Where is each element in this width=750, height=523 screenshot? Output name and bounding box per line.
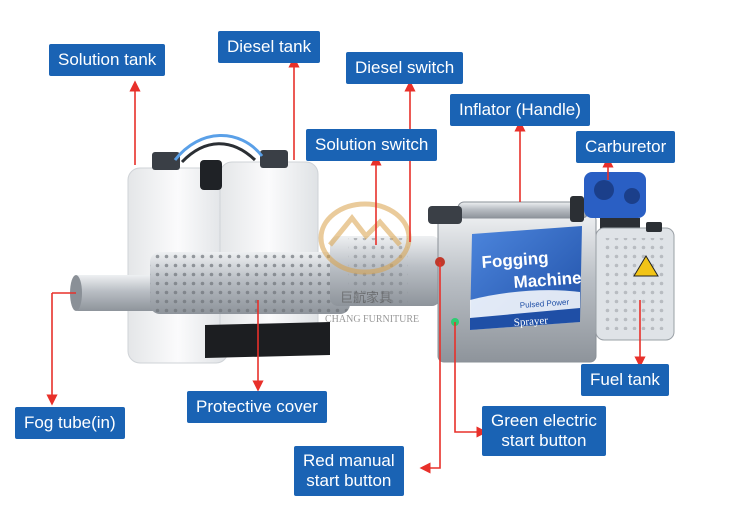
label-solution-switch-text: Solution switch [315,135,429,154]
label-diesel-tank-text: Diesel tank [227,37,312,56]
panel-title-line2: Machine [513,268,582,292]
label-inflator-text: Inflator (Handle) [459,100,581,119]
label-solution-tank: Solution tank [49,44,166,76]
fuel-tank-shape [595,222,675,341]
watermark-en-text: CHANG FURNITURE [325,314,419,325]
inflator-handle [428,196,589,224]
label-solution-switch: Solution switch [306,129,438,161]
tank-base [205,322,330,358]
label-protective-cover: Protective cover [187,391,327,423]
label-protective-cover-text: Protective cover [196,397,318,416]
label-red-start-line2: start button [306,471,392,490]
tank-strap [200,160,222,190]
label-diesel-tank: Diesel tank [218,31,321,63]
callout-arrows [46,56,646,474]
label-red-start-line1: Red manual [303,451,395,470]
arrow-red-start [419,262,441,474]
watermark-logo [318,201,412,275]
panel-badge: Sprayer [513,315,548,329]
label-green-start-line2: start button [501,431,587,450]
arrow-green-start [454,322,488,438]
label-fog-tube-text: Fog tube(in) [24,413,116,432]
label-carburetor: Carburetor [576,131,676,163]
label-red-start: Red manual start button [294,446,404,496]
carburetor-unit [584,172,646,232]
panel-subtitle: Pulsed Power [520,298,570,310]
label-green-start-line1: Green electric [491,411,597,430]
panel-title-line1: Fogging [481,248,549,272]
protective-cover-shape [150,252,350,314]
label-diesel-switch-text: Diesel switch [355,58,455,77]
label-carburetor-text: Carburetor [585,137,667,156]
label-green-start: Green electric start button [482,406,606,456]
label-solution-tank-text: Solution tank [58,50,157,69]
machine-blue-panel [470,226,582,330]
label-fog-tube: Fog tube(in) [15,407,125,439]
label-fuel-tank: Fuel tank [581,364,669,396]
label-diesel-switch: Diesel switch [346,52,464,84]
label-fuel-tank-text: Fuel tank [590,370,660,389]
tank-caps [152,134,288,170]
label-inflator: Inflator (Handle) [450,94,590,126]
watermark-cn-text: 巨航家具 [340,290,392,306]
